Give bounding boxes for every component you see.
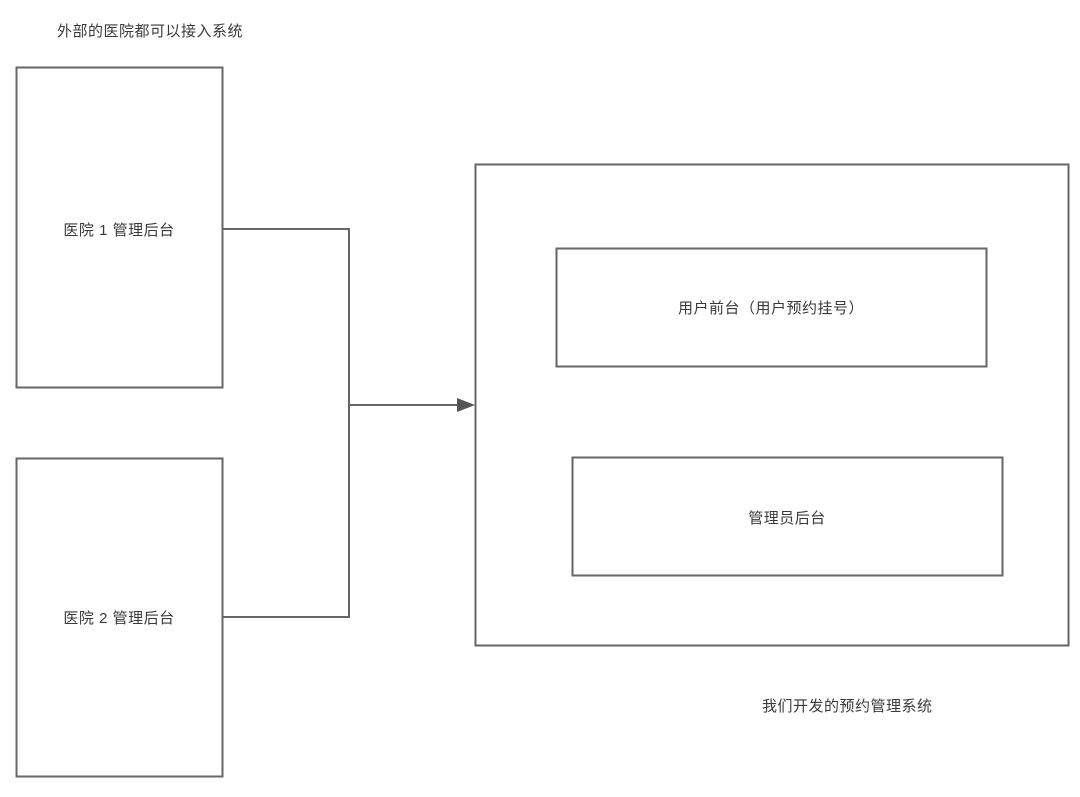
hospital2-box[interactable] bbox=[15, 457, 224, 778]
connector-hospital1 bbox=[222, 228, 350, 405]
system-caption: 我们开发的预约管理系统 bbox=[762, 698, 933, 715]
hospital1-box[interactable] bbox=[15, 66, 224, 389]
admin-portal-box[interactable] bbox=[571, 456, 1004, 577]
arrow-head-icon bbox=[457, 398, 475, 412]
external-hospitals-note: 外部的医院都可以接入系统 bbox=[57, 23, 244, 40]
connector-hospital2 bbox=[222, 405, 350, 618]
user-portal-box[interactable] bbox=[555, 247, 988, 368]
